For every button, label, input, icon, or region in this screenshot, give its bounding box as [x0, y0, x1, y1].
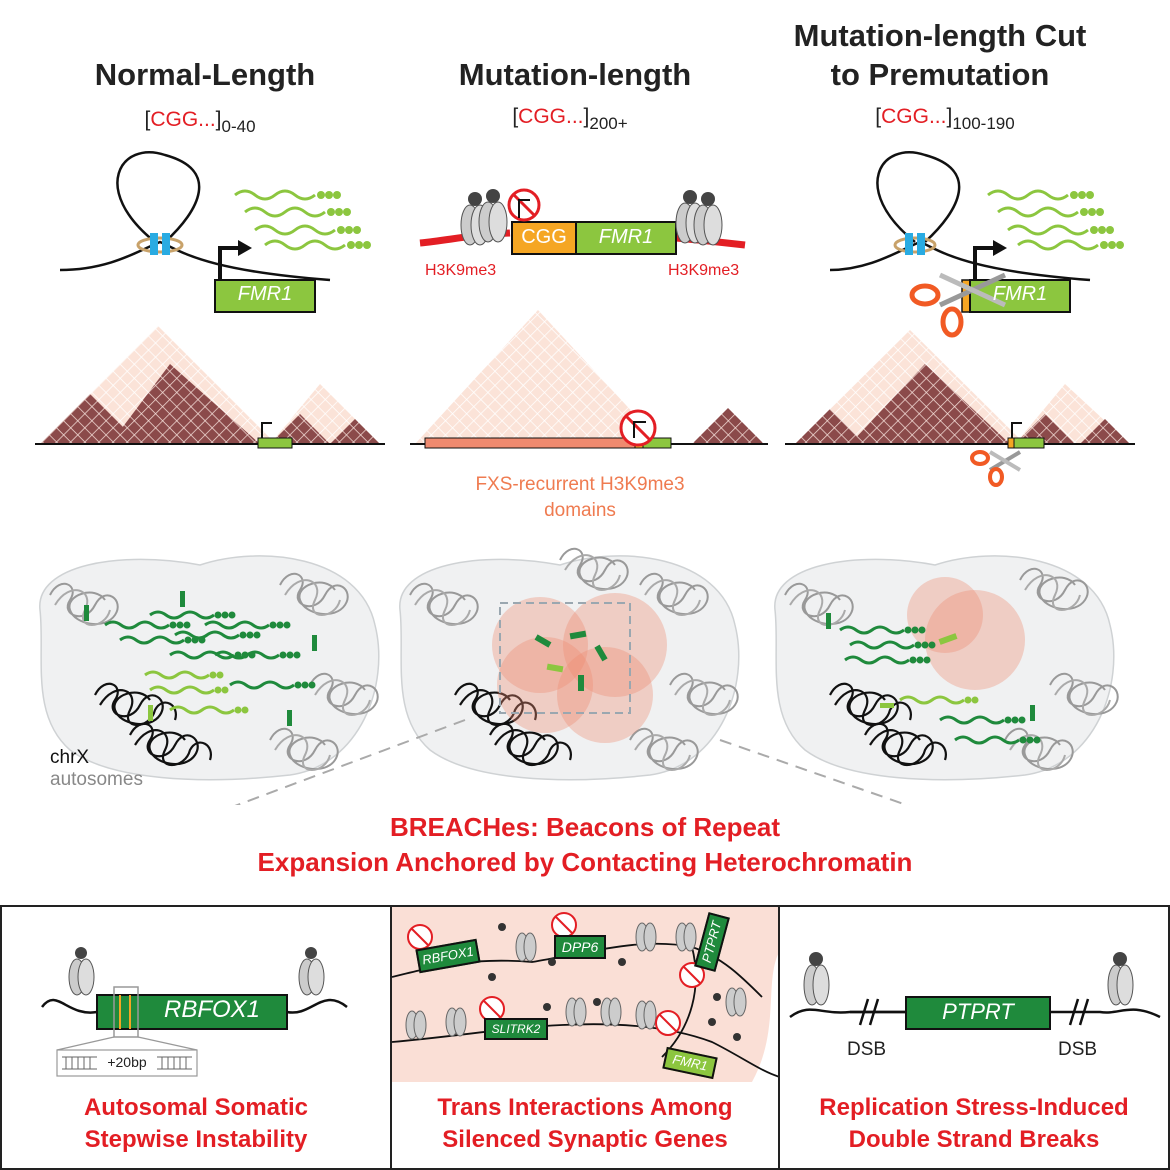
fxs-line2: domains — [544, 500, 616, 521]
caption-dsb: Replication Stress-Induced Double Strand… — [780, 1092, 1168, 1156]
title-cut-to-premutation: Mutation-length Cut to Premutation — [740, 16, 1140, 94]
title-cut-line2: to Premutation — [830, 57, 1050, 92]
caption-line1: Replication Stress-Induced — [819, 1094, 1129, 1121]
repeat-text: CGG... — [150, 108, 216, 131]
fxs-line1: FXS-recurrent H3K9me3 — [475, 474, 685, 495]
tads-mutation — [410, 310, 768, 449]
breaches-line2: Expansion Anchored by Contacting Heteroc… — [257, 847, 913, 877]
fmr1-label-col3: FMR1 — [992, 283, 1048, 305]
legend-chrx: chrX — [50, 747, 90, 768]
repeat-range: 200+ — [589, 114, 628, 133]
tads-normal — [35, 326, 385, 449]
repeat-range: 100-190 — [952, 114, 1015, 133]
nucleus-mutation — [399, 547, 740, 781]
gene-slitrk2: SLITRK2 — [484, 1018, 548, 1040]
fxs-domains-label: FXS-recurrent H3K9me3 domains — [380, 472, 780, 524]
locus-mutation — [419, 188, 746, 255]
panel-somatic-instability: RBFOX1 +20bp Autosomal Somatic Stepwise … — [0, 905, 392, 1170]
panel-trans-interactions: RBFOX1 DPP6 PTPRT SLITRK2 FMR1 Trans Int… — [390, 905, 780, 1170]
zoom-line-left — [234, 719, 466, 805]
dsb-right-label: DSB — [1058, 1039, 1098, 1060]
scissors-icon — [970, 450, 1022, 487]
caption-somatic: Autosomal Somatic Stepwise Instability — [2, 1092, 390, 1156]
caption-line2: Stepwise Instability — [84, 1126, 308, 1153]
caption-trans: Trans Interactions Among Silenced Synapt… — [392, 1092, 778, 1156]
repeat-text: CGG... — [518, 105, 584, 128]
ptprt-dsb-locus — [789, 952, 1161, 1030]
dsb-left-label: DSB — [847, 1039, 887, 1060]
nucleus-premutation — [774, 555, 1119, 781]
nucleus-normal — [39, 555, 380, 781]
tad-triangle-diagrams — [35, 310, 1135, 487]
ptprt-gene-label: PTPRT — [942, 999, 1014, 1024]
fmr1-label-col1: FMR1 — [237, 283, 293, 305]
nuclei-diagrams — [39, 547, 1119, 805]
gene-dpp6: DPP6 — [554, 935, 606, 959]
caption-line2: Double Strand Breaks — [848, 1126, 1100, 1153]
repeat-normal: [CGG...]0-40 — [144, 108, 256, 136]
rbfox1-locus — [41, 947, 348, 1077]
panel-double-strand-breaks: PTPRT DSB DSB Replication Stress-Induced… — [778, 905, 1170, 1170]
gene-loop-diagrams — [59, 151, 1126, 338]
caption-line1: Trans Interactions Among — [437, 1094, 733, 1121]
caption-line1: Autosomal Somatic — [83, 1094, 309, 1121]
repeat-text: CGG... — [881, 105, 947, 128]
cgg-label: CGG — [521, 226, 567, 248]
loop-normal — [59, 151, 373, 313]
insert-20bp-label: +20bp — [107, 1054, 147, 1070]
title-cut-line1: Mutation-length Cut — [793, 18, 1087, 53]
h3k9me3-left: H3K9me3 — [425, 262, 497, 279]
title-mutation-length: Mutation-length — [458, 57, 692, 92]
breaches-line1: BREACHes: Beacons of Repeat — [389, 812, 781, 842]
repeat-mutation: [CGG...]200+ — [512, 105, 628, 133]
legend-autosomes: autosomes — [50, 769, 143, 790]
loop-premutation — [829, 151, 1126, 338]
fmr1-label-col2: FMR1 — [598, 226, 654, 248]
tads-premutation — [785, 330, 1135, 487]
repeat-range: 0-40 — [221, 117, 256, 136]
h3k9me3-right: H3K9me3 — [668, 262, 740, 279]
rbfox1-gene-label: RBFOX1 — [163, 996, 261, 1023]
title-normal-length: Normal-Length — [94, 57, 316, 92]
repeat-premutation: [CGG...]100-190 — [875, 105, 1015, 133]
scissors-icon — [909, 272, 1007, 338]
caption-line2: Silenced Synaptic Genes — [442, 1126, 728, 1153]
